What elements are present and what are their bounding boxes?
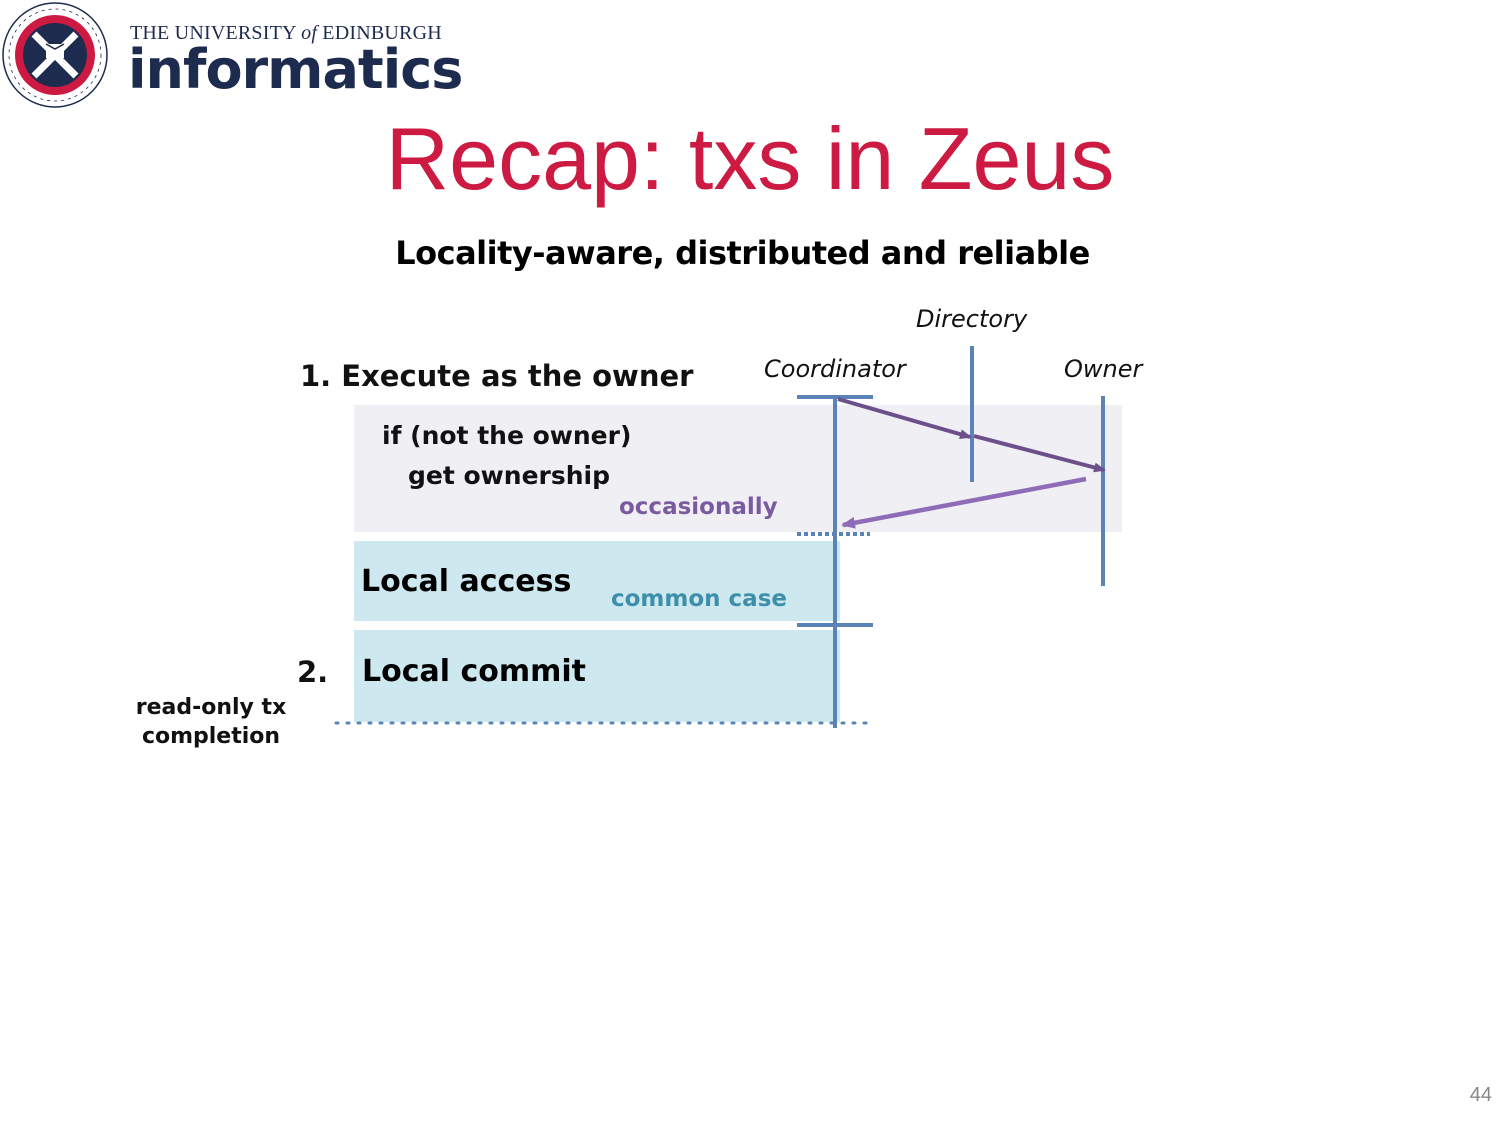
- arrow-owner-to-coordinator: [841, 476, 1087, 529]
- university-seal-icon: [2, 2, 108, 108]
- ownership-region: [354, 405, 1122, 532]
- department-name: informatics: [128, 38, 463, 101]
- university-name: THE UNIVERSITY of EDINBURGH: [130, 22, 442, 44]
- local-commit-box: [354, 630, 840, 722]
- local-access-label: Local access: [361, 564, 572, 599]
- readonly-completion-label: read-only tx completion: [133, 693, 289, 751]
- page-number: 44: [1469, 1084, 1492, 1106]
- arrow-directory-to-owner: [973, 434, 1106, 473]
- local-access-box: [354, 541, 840, 621]
- common-case-label: common case: [611, 586, 787, 612]
- readonly-line-1: read-only tx: [135, 695, 287, 720]
- arrow-coordinator-to-directory: [837, 397, 972, 440]
- code-line-if: if (not the owner): [382, 421, 632, 450]
- local-commit-label: Local commit: [362, 654, 587, 689]
- slide-title: Recap: txs in Zeus: [385, 109, 1115, 208]
- occasionally-label: occasionally: [619, 494, 778, 520]
- directory-label: Directory: [916, 305, 1028, 333]
- slide-subtitle: Locality-aware, distributed and reliable: [395, 234, 1090, 272]
- step-2-label: 2.: [297, 655, 329, 689]
- code-line-get-ownership: get ownership: [408, 461, 611, 490]
- step-1-label: 1. Execute as the owner: [300, 359, 694, 393]
- coordinator-label: Coordinator: [764, 355, 906, 383]
- owner-label: Owner: [1064, 355, 1143, 383]
- readonly-line-2: completion: [141, 724, 281, 749]
